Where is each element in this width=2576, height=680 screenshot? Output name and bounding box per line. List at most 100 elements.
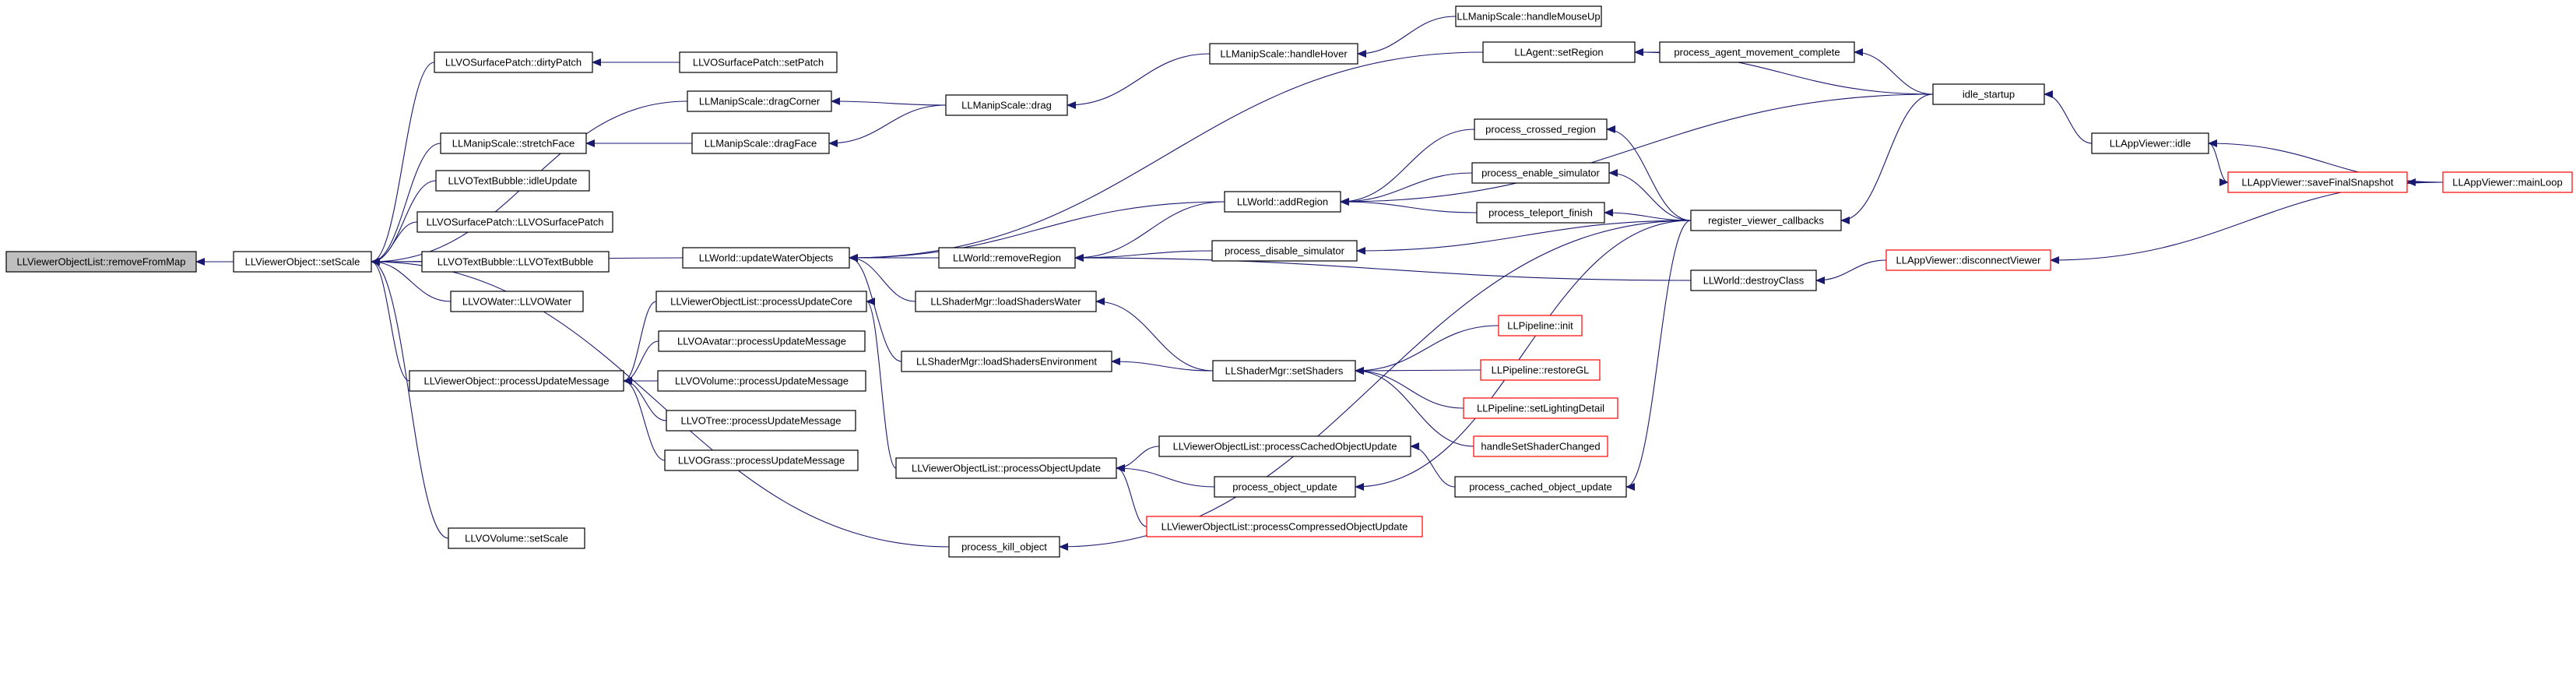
node-votextbubble[interactable]: LLVOTextBubble::LLVOTextBubble [421,251,610,273]
edge-processCrossedRegion-to-addRegion [1340,129,1475,206]
node-box [901,351,1112,372]
node-label: process_cached_object_update [1469,481,1612,493]
node-vosurfacepatch[interactable]: LLVOSurfacePatch::LLVOSurfacePatch [416,211,613,233]
node-processCachedObjectUpdate[interactable]: LLViewerObjectList::processCachedObjectU… [1158,435,1411,457]
node-vowater[interactable]: LLVOWater::LLVOWater [450,291,584,312]
node-box [691,132,830,154]
node-processKillObject[interactable]: process_kill_object [948,536,1060,558]
node-drag[interactable]: LLManipScale::drag [945,94,1068,116]
node-label: process_teleport_finish [1488,207,1593,219]
node-processCachedObjectUpdateFn[interactable]: process_cached_object_update [1454,476,1627,498]
node-box [1214,476,1356,498]
node-label: LLViewerObjectList::processUpdateCore [670,296,852,308]
node-box [666,410,856,432]
node-dragCorner[interactable]: LLManipScale::dragCorner [687,90,832,112]
node-label: LLViewerObjectList::processCachedObjectU… [1173,441,1397,453]
node-idleUpdate[interactable]: LLVOTextBubble::idleUpdate [435,170,590,192]
node-processUpdateCore[interactable]: LLViewerObjectList::processUpdateCore [655,291,867,312]
edge-registerCallbacks-to-processCachedObjectUpdateFn [1625,220,1692,491]
node-box [658,330,866,352]
node-box [938,247,1076,269]
node-processTeleportFinish[interactable]: process_teleport_finish [1476,202,1605,224]
node-box [1690,270,1817,291]
node-volumeSetScale[interactable]: LLVOVolume::setScale [448,527,585,549]
edge-addRegion-to-updateWaterObjects [849,201,1225,262]
node-box [1932,83,2045,105]
node-dirtyPatch[interactable]: LLVOSurfacePatch::dirtyPatch [434,51,593,73]
node-disconnectViewer[interactable]: LLAppViewer::disconnectViewer [1885,249,2051,271]
node-processDisableSimulator[interactable]: process_disable_simulator [1211,240,1358,262]
node-label: LLPipeline::init [1507,320,1573,332]
node-label: process_object_update [1232,481,1337,493]
node-setPatch[interactable]: LLVOSurfacePatch::setPatch [679,51,838,73]
node-label: LLVOSurfacePatch::setPatch [693,57,824,69]
node-mainLoop[interactable]: LLAppViewer::mainLoop [2442,171,2573,193]
node-idleStartup[interactable]: idle_startup [1932,83,2045,105]
edge-volumeSetScale-to-setScale [371,258,449,539]
node-saveFinalSnapshot[interactable]: LLAppViewer::saveFinalSnapshot [2227,171,2408,193]
edge-idleStartup-to-registerCallbacks [1840,93,1934,224]
node-processUpdateMessage[interactable]: LLViewerObject::processUpdateMessage [409,370,624,392]
node-addRegion[interactable]: LLWorld::addRegion [1224,191,1341,213]
node-stretchFace[interactable]: LLManipScale::stretchFace [440,132,587,154]
node-processObjectUpdateFn[interactable]: process_object_update [1214,476,1356,498]
edge-processUpdateCore-to-processUpdateMessage [623,301,657,385]
node-handleHover[interactable]: LLManipScale::handleHover [1209,43,1358,65]
node-label: LLWorld::removeRegion [953,252,1061,264]
node-dragFace[interactable]: LLManipScale::dragFace [691,132,830,154]
node-box [1659,41,1855,63]
node-restoreGL[interactable]: LLPipeline::restoreGL [1480,359,1601,381]
node-grassPUM[interactable]: LLVOGrass::processUpdateMessage [664,449,859,471]
node-loadShadersEnv[interactable]: LLShaderMgr::loadShadersEnvironment [901,351,1112,372]
node-processAgentMovement[interactable]: process_agent_movement_complete [1659,41,1855,63]
node-processCompressed[interactable]: LLViewerObjectList::processCompressedObj… [1146,516,1423,537]
node-pipelineInit[interactable]: LLPipeline::init [1498,315,1583,336]
node-label: LLVOTree::processUpdateMessage [681,415,842,427]
edge-registerCallbacks-to-processDisableSimulator [1356,220,1692,255]
node-label: LLViewerObjectList::processCompressedObj… [1161,521,1408,533]
node-destroyClass[interactable]: LLWorld::destroyClass [1690,270,1817,291]
node-appIdle[interactable]: LLAppViewer::idle [2091,132,2209,154]
node-box [1146,516,1423,537]
node-setLightingDetail[interactable]: LLPipeline::setLightingDetail [1463,397,1618,419]
node-handleMouseUp[interactable]: LLManipScale::handleMouseUp [1455,5,1602,27]
node-removeRegion[interactable]: LLWorld::removeRegion [938,247,1076,269]
node-label: LLVOVolume::processUpdateMessage [675,375,849,387]
node-label: register_viewer_callbacks [1708,215,1824,227]
node-updateWaterObjects[interactable]: LLWorld::updateWaterObjects [682,247,850,269]
node-avatarPUM[interactable]: LLVOAvatar::processUpdateMessage [658,330,866,352]
node-treePUM[interactable]: LLVOTree::processUpdateMessage [666,410,856,432]
edge-setShaders-to-loadShadersEnv [1111,358,1214,372]
node-setRegion[interactable]: LLAgent::setRegion [1482,41,1636,63]
node-label: LLManipScale::drag [961,100,1052,111]
edge-handleHover-to-drag [1067,53,1211,109]
edge-avatarPUM-to-processUpdateMessage [623,340,659,385]
edge-setLightingDetail-to-setShaders [1355,367,1464,409]
edge-loadShadersWater-to-updateWaterObjects [849,254,916,302]
edge-appIdle-to-idleStartup [2044,90,2093,144]
edge-processEnableSimulator-to-addRegion [1340,172,1473,206]
node-handleSetShaderChanged[interactable]: handleSetShaderChanged [1473,435,1608,457]
edge-registerCallbacks-to-processKillObject [1059,220,1692,551]
node-processEnableSimulator[interactable]: process_enable_simulator [1471,162,1610,184]
node-box [5,251,197,273]
node-processCrossedRegion[interactable]: process_crossed_region [1474,118,1608,140]
node-label: LLShaderMgr::loadShadersWater [930,296,1081,308]
node-label: LLAppViewer::idle [2110,138,2191,150]
node-label: handleSetShaderChanged [1481,441,1600,453]
node-box [655,291,867,312]
edge-processObjectUpdate-to-processUpdateCore [866,298,897,469]
edge-loadShadersEnv-to-updateWaterObjects [849,254,902,362]
node-label: LLAgent::setRegion [1514,47,1603,58]
node-box [416,211,613,233]
node-label: LLWorld::destroyClass [1703,275,1805,287]
node-loadShadersWater[interactable]: LLShaderMgr::loadShadersWater [915,291,1097,312]
edge-idleStartup-to-addRegion [1340,93,1934,206]
node-processObjectUpdate[interactable]: LLViewerObjectList::processObjectUpdate [895,457,1117,479]
node-setScale[interactable]: LLViewerObject::setScale [233,251,372,273]
node-registerCallbacks[interactable]: register_viewer_callbacks [1690,210,1842,231]
node-setShaders[interactable]: LLShaderMgr::setShaders [1212,360,1356,382]
node-label: process_crossed_region [1485,124,1596,136]
node-volumePUM[interactable]: LLVOVolume::processUpdateMessage [657,370,866,392]
